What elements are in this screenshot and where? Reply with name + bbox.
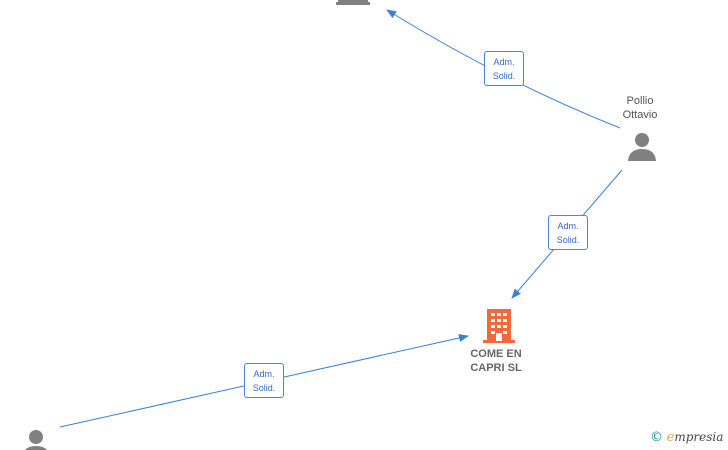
person-icon[interactable] — [628, 133, 656, 161]
brand-name: mpresia — [674, 430, 724, 444]
company-building-icon[interactable] — [336, 0, 370, 5]
edge-label-adm-solid: Adm. Solid. — [548, 215, 588, 250]
edge-label-adm-solid: Adm. Solid. — [244, 363, 284, 398]
edge-label-adm-solid: Adm. Solid. — [484, 51, 524, 86]
copyright-symbol: © — [650, 430, 663, 445]
empresia-watermark: © empresia — [650, 429, 723, 445]
node-label-come-en-capri[interactable]: COME EN CAPRI SL — [470, 348, 522, 374]
company-building-icon[interactable] — [483, 309, 515, 343]
node-label-pollio-ottavio[interactable]: Pollio Ottavio — [622, 95, 658, 121]
brand-initial: e — [666, 430, 675, 445]
person-icon[interactable] — [22, 430, 50, 450]
